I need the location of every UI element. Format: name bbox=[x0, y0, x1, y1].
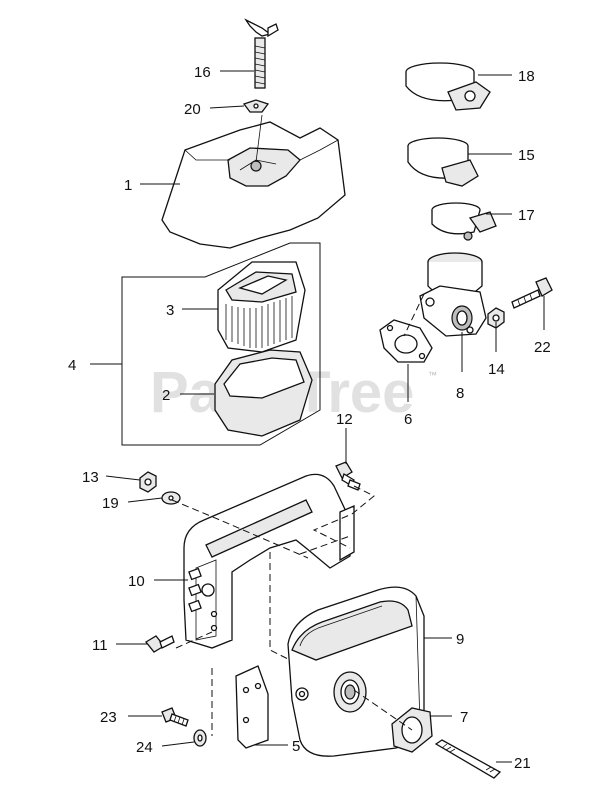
callout-23: 23 bbox=[100, 709, 117, 726]
part-20-washer[interactable] bbox=[242, 99, 270, 113]
callout-21: 21 bbox=[514, 755, 531, 772]
callout-labels: 16 20 1 3 4 2 18 15 17 22 14 6 8 12 13 1… bbox=[68, 64, 551, 772]
part-13-nut[interactable] bbox=[139, 471, 157, 493]
callout-10: 10 bbox=[128, 573, 145, 590]
leader-lines bbox=[90, 70, 545, 763]
callout-22: 22 bbox=[534, 339, 551, 356]
part-5-bracket[interactable] bbox=[235, 665, 269, 749]
assembly-lines bbox=[171, 293, 425, 736]
callout-5: 5 bbox=[292, 738, 300, 755]
part-22-bolt[interactable] bbox=[511, 277, 553, 309]
part-17-clamp[interactable] bbox=[431, 202, 497, 241]
callout-8: 8 bbox=[456, 385, 464, 402]
part-24-washer[interactable] bbox=[193, 729, 207, 747]
part-21-stud[interactable] bbox=[434, 739, 502, 779]
part-18-clamp[interactable] bbox=[405, 62, 491, 111]
part-23-bolt[interactable] bbox=[161, 707, 189, 727]
part-15-clamp[interactable] bbox=[407, 137, 479, 187]
callout-6: 6 bbox=[404, 411, 412, 428]
part-2-pre-cleaner[interactable] bbox=[214, 349, 313, 437]
part-11-screw[interactable] bbox=[145, 635, 175, 653]
callout-15: 15 bbox=[518, 147, 535, 164]
part-10-muffler-shield[interactable] bbox=[183, 473, 355, 649]
callout-16: 16 bbox=[194, 64, 211, 81]
part-1-cover[interactable] bbox=[161, 114, 346, 249]
callout-12: 12 bbox=[336, 411, 353, 428]
callout-18: 18 bbox=[518, 68, 535, 85]
part-12-bolt[interactable] bbox=[335, 461, 361, 491]
callout-7: 7 bbox=[460, 709, 468, 726]
callout-19: 19 bbox=[102, 495, 119, 512]
callout-17: 17 bbox=[518, 207, 535, 224]
part-14-nut[interactable] bbox=[487, 307, 505, 329]
watermark-trademark: ™ bbox=[428, 370, 437, 380]
part-4-filter-bracket-box bbox=[121, 242, 321, 446]
part-9-muffler[interactable] bbox=[287, 586, 425, 757]
callout-20: 20 bbox=[184, 101, 201, 118]
callout-24: 24 bbox=[136, 739, 153, 756]
part-6-gasket[interactable] bbox=[379, 319, 433, 363]
callout-13: 13 bbox=[82, 469, 99, 486]
part-16-wing-bolt[interactable] bbox=[244, 18, 279, 89]
callout-2: 2 bbox=[162, 387, 170, 404]
callout-4: 4 bbox=[68, 357, 76, 374]
callout-11: 11 bbox=[92, 637, 108, 654]
callout-14: 14 bbox=[488, 361, 505, 378]
callout-9: 9 bbox=[456, 631, 464, 648]
callout-3: 3 bbox=[166, 302, 174, 319]
part-3-filter-element[interactable] bbox=[217, 261, 306, 353]
callout-1: 1 bbox=[124, 177, 132, 194]
part-8-intake-elbow[interactable] bbox=[419, 252, 487, 337]
